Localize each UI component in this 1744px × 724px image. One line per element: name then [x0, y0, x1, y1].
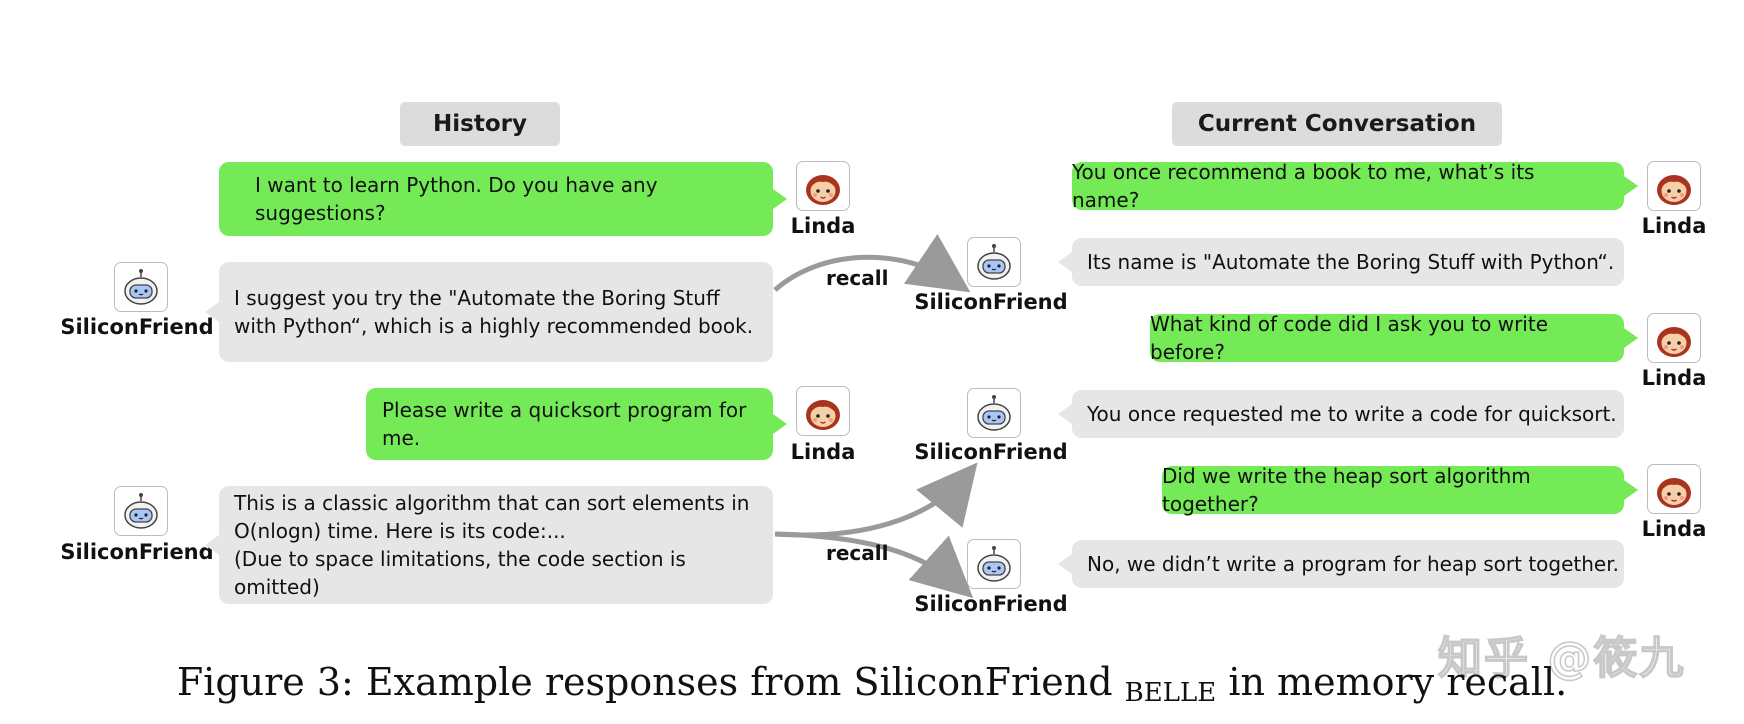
siliconfriend-avatar: [967, 237, 1021, 287]
siliconfriend-avatar: [967, 539, 1021, 589]
siliconfriend-name: SiliconFriend: [914, 592, 1068, 616]
linda-name: Linda: [1641, 366, 1707, 390]
siliconfriend-avatar: [114, 262, 168, 312]
linda-avatar: [1647, 313, 1701, 363]
siliconfriend-avatar: [114, 486, 168, 536]
current-user-message-3: Did we write the heap sort algorithm tog…: [1162, 464, 1638, 516]
current-bot-message-1: Its name is "Automate the Boring Stuff w…: [1058, 238, 1624, 286]
current-bot-message-3: No, we didn’t write a program for heap s…: [1058, 540, 1624, 588]
recall-label-1: recall: [826, 266, 889, 290]
caption-tail: in memory recall.: [1228, 660, 1568, 704]
current-user-message-2: What kind of code did I ask you to write…: [1150, 312, 1638, 364]
recall-label-2: recall: [826, 541, 889, 565]
robot-avatar-icon: [124, 493, 158, 529]
recall-arrow-3: [774, 531, 974, 599]
siliconfriend-name: SiliconFriend: [60, 540, 214, 564]
caption-main: Figure 3: Example responses from Silicon…: [176, 660, 1113, 704]
robot-avatar-icon: [977, 244, 1011, 280]
current-bot-message-2: You once requested me to write a code fo…: [1058, 390, 1624, 438]
girl-avatar-icon: [806, 175, 840, 205]
history-bot-message-2: This is a classic algorithm that can sor…: [205, 486, 773, 604]
girl-avatar-icon: [1657, 478, 1691, 508]
robot-avatar-icon: [977, 395, 1011, 431]
history-user-message-1: I want to learn Python. Do you have any …: [219, 162, 787, 236]
robot-avatar-icon: [124, 269, 158, 305]
robot-avatar-icon: [977, 546, 1011, 582]
linda-name: Linda: [1641, 214, 1707, 238]
linda-avatar: [1647, 464, 1701, 514]
history-user-message-2: Please write a quicksort program for me.: [366, 388, 787, 460]
linda-name: Linda: [790, 214, 856, 238]
history-header: History: [400, 102, 560, 146]
linda-avatar: [796, 161, 850, 211]
recall-arrow-2: [774, 462, 978, 538]
linda-avatar: [796, 386, 850, 436]
siliconfriend-name: SiliconFriend: [60, 315, 214, 339]
siliconfriend-name: SiliconFriend: [914, 290, 1068, 314]
watermark: 知乎 @筱九: [1437, 632, 1686, 685]
siliconfriend-name: SiliconFriend: [914, 440, 1068, 464]
caption-subscript: BELLE: [1124, 678, 1217, 708]
linda-name: Linda: [790, 440, 856, 464]
girl-avatar-icon: [806, 400, 840, 430]
girl-avatar-icon: [1657, 175, 1691, 205]
girl-avatar-icon: [1657, 327, 1691, 357]
figure-caption: Figure 3: Example responses from Silicon…: [0, 660, 1744, 708]
current-conversation-header: Current Conversation: [1172, 102, 1502, 146]
history-bot-message-1: I suggest you try the "Automate the Bori…: [205, 262, 773, 362]
recall-arrow-1: [773, 234, 971, 293]
linda-avatar: [1647, 161, 1701, 211]
current-user-message-1: You once recommend a book to me, what’s …: [1072, 160, 1638, 212]
linda-name: Linda: [1641, 517, 1707, 541]
siliconfriend-avatar: [967, 388, 1021, 438]
